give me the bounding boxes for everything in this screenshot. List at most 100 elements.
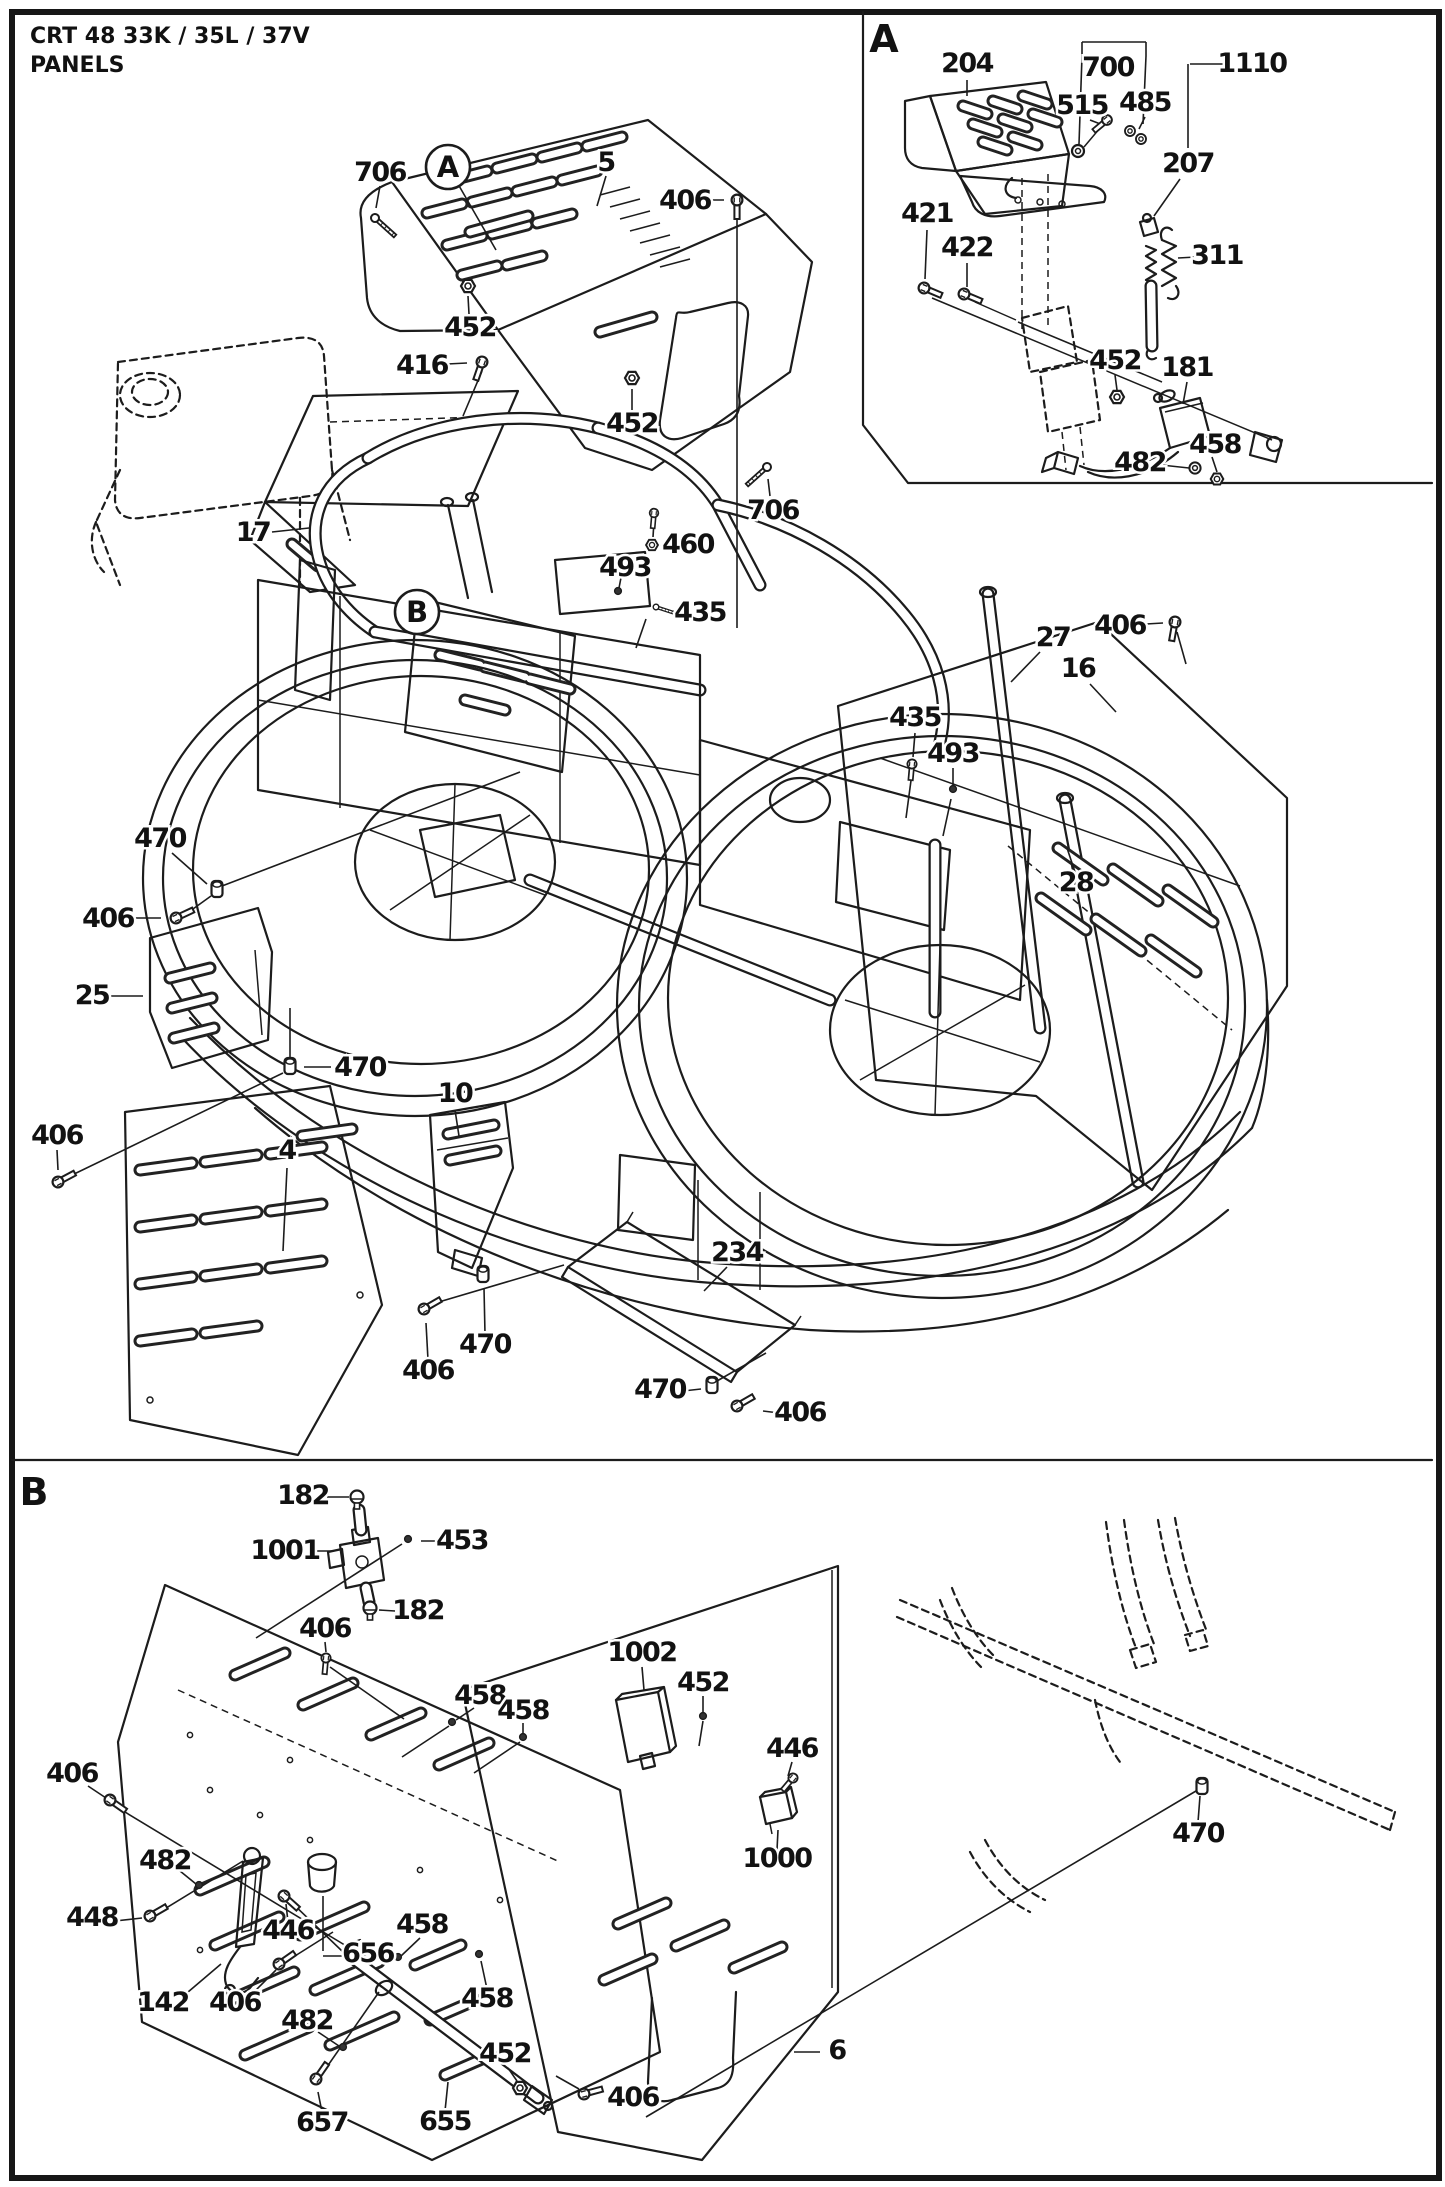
part-label-4: 4 <box>278 1135 296 1166</box>
leader-line <box>645 1790 1197 2118</box>
leader-line <box>69 1072 284 1177</box>
part-label-493: 493 <box>599 552 651 583</box>
fastener-washer-icon <box>1124 125 1136 137</box>
fastener-pin-icon <box>194 1880 204 1890</box>
part-label-700: 700 <box>1082 52 1135 83</box>
fastener-clip-icon <box>210 879 224 899</box>
fastener-bolt-icon <box>915 279 945 302</box>
leader-line <box>400 1937 421 1957</box>
leader-line <box>431 1264 565 1305</box>
fastener-pin-icon <box>698 1711 708 1721</box>
fastener-cap-icon <box>362 1600 378 1622</box>
fastener-pin-icon <box>393 1952 403 1962</box>
leader-line <box>1142 55 1147 125</box>
part-label-435: 435 <box>674 597 726 628</box>
leader-line <box>555 2075 580 2090</box>
leader-line <box>1078 55 1083 145</box>
part-label-470: 470 <box>334 1052 387 1083</box>
fastener-pin-icon <box>447 1717 457 1727</box>
handlebar-dashed <box>895 1516 1397 1914</box>
fastener-pin-icon <box>613 586 623 596</box>
part-label-406: 406 <box>659 185 712 216</box>
leader-line <box>507 2067 518 2082</box>
part-label-453: 453 <box>436 1525 488 1556</box>
fastener-clip-icon <box>283 1056 297 1076</box>
fastener-bolt-icon <box>49 1167 79 1191</box>
leader-line <box>635 618 647 649</box>
part-label-482: 482 <box>1114 447 1166 478</box>
part-label-234: 234 <box>711 1237 764 1268</box>
part-label-311: 311 <box>1191 240 1243 271</box>
leader-line <box>1089 683 1117 713</box>
part-label-142: 142 <box>137 1987 189 2018</box>
part-label-406: 406 <box>31 1120 84 1151</box>
part-label-493: 493 <box>927 738 979 769</box>
part-label-182: 182 <box>277 1480 329 1511</box>
leader-line <box>641 1666 645 1691</box>
leader-line <box>329 1666 405 1720</box>
part-label-16: 16 <box>1061 653 1096 684</box>
leader-line <box>762 1410 780 1414</box>
leader-line <box>114 1805 349 1948</box>
fastener-nut-icon <box>459 278 477 294</box>
leader-line <box>1197 1795 1201 1823</box>
bracket-10 <box>428 1100 515 1278</box>
part-label-458: 458 <box>497 1695 550 1726</box>
part-label-458: 458 <box>396 1909 449 1940</box>
leader-line <box>716 1352 767 1382</box>
panel-16 <box>836 620 1289 1192</box>
part-label-6: 6 <box>828 2035 846 2066</box>
part-label-406: 406 <box>82 903 135 934</box>
part-label-406: 406 <box>402 1355 455 1386</box>
fastener-bolt-icon <box>955 285 985 308</box>
fastener-bolt-icon <box>167 903 197 927</box>
part-label-1002: 1002 <box>607 1637 676 1668</box>
part-label-655: 655 <box>419 2106 471 2137</box>
part-label-482: 482 <box>281 2005 333 2036</box>
leader-line <box>1010 651 1041 683</box>
fastener-bolt-icon <box>275 1887 303 1914</box>
leader-line <box>1145 622 1164 625</box>
part-label-452: 452 <box>677 1667 729 1698</box>
fastener-bolt-icon <box>730 193 744 221</box>
fastener-bolt-icon <box>905 758 918 782</box>
leader-line <box>114 1917 143 1922</box>
part-label-470: 470 <box>459 1329 512 1360</box>
part-label-406: 406 <box>209 1987 262 2018</box>
fastener-clip-icon <box>1195 1776 1209 1796</box>
fastener-nut-icon <box>511 2080 529 2096</box>
leader-line <box>767 478 771 497</box>
leader-line <box>285 1903 289 1923</box>
part-label-452: 452 <box>606 408 658 439</box>
leader-line <box>942 798 952 837</box>
part-label-204: 204 <box>941 48 994 79</box>
part-label-656: 656 <box>342 1938 395 1969</box>
part-label-458: 458 <box>1189 429 1242 460</box>
fastener-washer-icon <box>1188 461 1202 475</box>
leader-line <box>912 732 916 758</box>
fastener-nut-icon <box>1209 472 1225 486</box>
part-label-482: 482 <box>139 1845 191 1876</box>
module-1002 <box>614 1685 678 1771</box>
panel-4 <box>123 1084 384 1457</box>
fastener-screw-icon <box>651 602 676 617</box>
fastener-bolt-icon <box>101 1791 130 1817</box>
leader-line <box>425 1322 429 1361</box>
panel-25 <box>148 906 274 1070</box>
relay-1000 <box>758 1785 799 1835</box>
part-label-406: 406 <box>299 1613 352 1644</box>
leader-line <box>1182 381 1188 405</box>
part-label-5: 5 <box>597 147 614 178</box>
fastener-bolt-icon <box>469 354 490 383</box>
leader-line <box>457 183 497 251</box>
leader-line <box>455 1707 475 1721</box>
fastener-bolt-icon <box>647 507 660 530</box>
section-letter-a: A <box>869 17 899 61</box>
fastener-bolt-icon <box>415 1293 445 1318</box>
inset-a-drawing <box>903 80 1284 479</box>
leader-line <box>180 1963 222 1999</box>
fastener-bolt-icon <box>576 2082 605 2102</box>
detail-marker-circle-b <box>393 588 441 636</box>
part-label-470: 470 <box>634 1374 687 1405</box>
chassis <box>256 491 1032 1290</box>
